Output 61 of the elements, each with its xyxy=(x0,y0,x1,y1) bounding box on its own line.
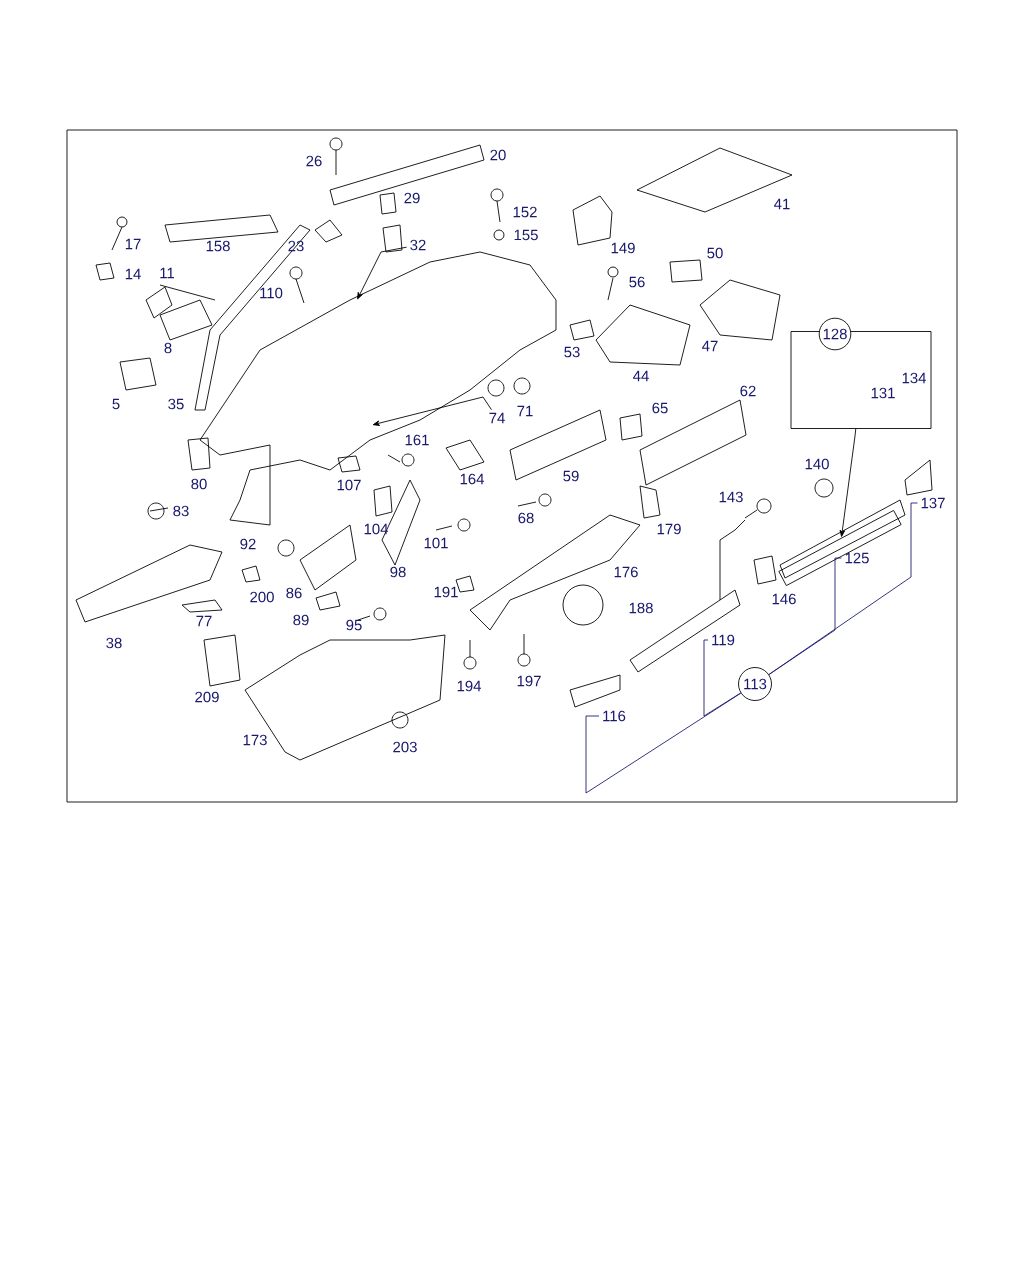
callout-number: 77 xyxy=(196,615,212,627)
callout-number: 143 xyxy=(719,491,743,503)
callout-number: 14 xyxy=(125,268,141,280)
callout-number: 56 xyxy=(629,276,645,288)
arrow xyxy=(372,396,492,426)
arrow xyxy=(839,428,857,537)
callout-number: 35 xyxy=(168,398,184,410)
callout-number: 119 xyxy=(712,634,735,646)
callout-number: 104 xyxy=(364,523,389,535)
callout-number: 65 xyxy=(652,402,668,414)
callout-number: 173 xyxy=(243,734,267,746)
callout-number: 107 xyxy=(337,479,361,491)
callout-number: 8 xyxy=(164,342,172,354)
callout-number: 209 xyxy=(195,691,219,703)
leader-line xyxy=(768,502,918,675)
trim-strip xyxy=(778,510,902,587)
callout-number: 98 xyxy=(390,566,406,578)
callout-number: 140 xyxy=(805,458,829,470)
callout-number: 38 xyxy=(106,637,122,649)
callout-number: 194 xyxy=(457,680,482,692)
callout-number: 137 xyxy=(921,497,945,509)
callout-number: 62 xyxy=(740,385,756,397)
callout-number: 179 xyxy=(657,523,681,535)
callout-number: 44 xyxy=(633,370,649,382)
callout-number: 164 xyxy=(460,473,485,485)
callout-number: 152 xyxy=(513,206,537,218)
callout-number: 95 xyxy=(346,619,362,631)
callout-number: 41 xyxy=(774,198,790,210)
callout-number: 158 xyxy=(206,240,230,252)
leader-line xyxy=(703,639,742,717)
callout-number: 47 xyxy=(702,340,718,352)
callout-number: 74 xyxy=(489,412,505,424)
callout-number: 86 xyxy=(286,587,302,599)
callout-number: 80 xyxy=(191,478,207,490)
callout-number: 11 xyxy=(160,267,175,279)
callout-number: 23 xyxy=(288,240,304,252)
callout-number: 161 xyxy=(405,434,429,446)
callout-number: 116 xyxy=(603,710,626,722)
callout-number: 32 xyxy=(410,239,426,251)
leader-line xyxy=(768,557,842,675)
callout-number: 176 xyxy=(614,566,638,578)
callout-number: 149 xyxy=(611,242,635,254)
callout-number: 191 xyxy=(434,586,458,598)
callout-number: 71 xyxy=(517,405,533,417)
callout-number: 5 xyxy=(112,398,120,410)
callout-number: 68 xyxy=(518,512,534,524)
callout-number: 197 xyxy=(517,675,541,687)
callout-number: 17 xyxy=(125,238,141,250)
callout-number: 125 xyxy=(845,552,869,564)
callout-number: 146 xyxy=(772,593,796,605)
badge-panel: 128 131 134 xyxy=(790,317,932,429)
callout-number: 26 xyxy=(306,155,322,167)
callout-number: 110 xyxy=(260,287,283,299)
callout-number: 89 xyxy=(293,614,309,626)
callout-number: 200 xyxy=(250,591,274,603)
callout-number: 29 xyxy=(404,192,420,204)
callout-number: 203 xyxy=(393,741,417,753)
arrow xyxy=(357,246,408,300)
callout-number: 20 xyxy=(490,149,506,161)
callout-number: 50 xyxy=(707,247,723,259)
callout-number: 188 xyxy=(629,602,653,614)
